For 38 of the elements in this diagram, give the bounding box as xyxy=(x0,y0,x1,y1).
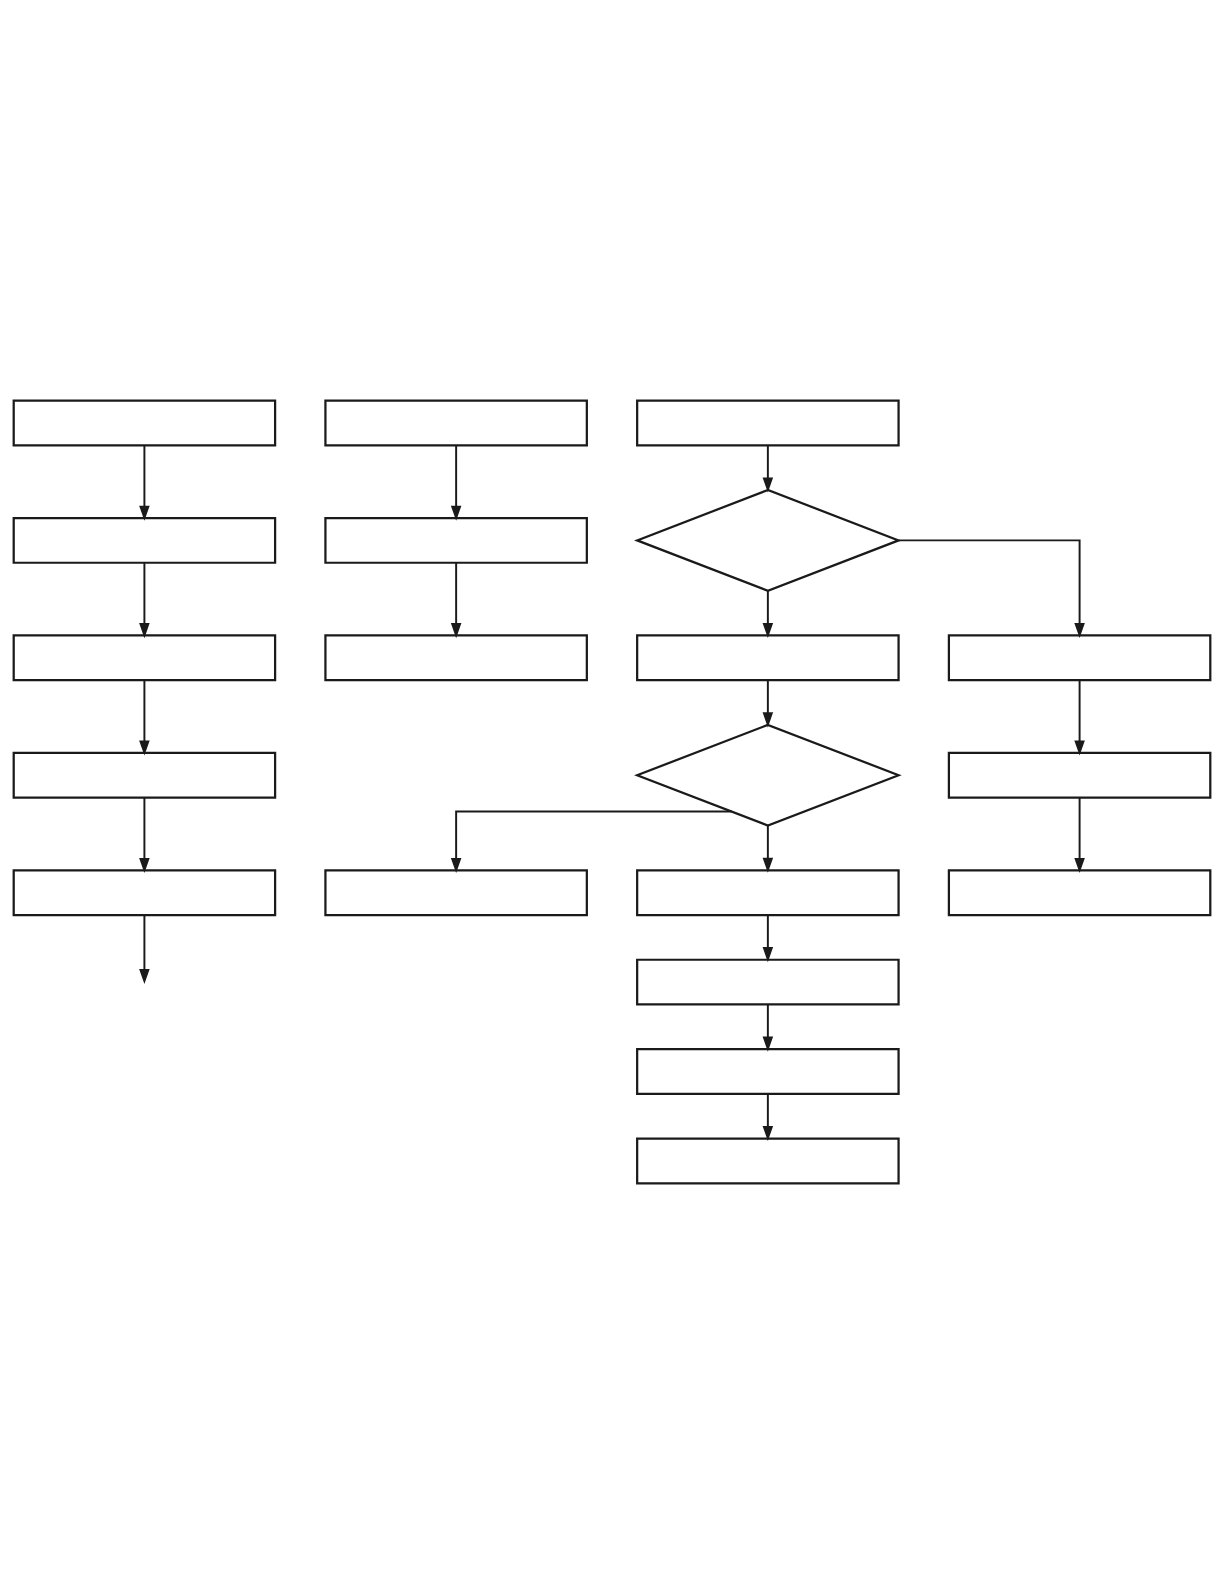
node-box xyxy=(636,1048,900,1096)
arrow xyxy=(139,444,150,521)
node-box xyxy=(12,634,277,682)
arrow xyxy=(450,810,733,874)
node-box xyxy=(947,634,1212,682)
arrow xyxy=(450,444,462,521)
node-box xyxy=(324,634,588,682)
node-box xyxy=(636,634,900,682)
arrow xyxy=(762,589,774,639)
arrow xyxy=(762,1093,774,1142)
arrow xyxy=(762,444,774,493)
arrow xyxy=(1074,679,1085,756)
arrow xyxy=(762,824,774,873)
arrow xyxy=(762,914,774,963)
node-box xyxy=(12,751,277,799)
node-box xyxy=(324,399,588,447)
arrow xyxy=(897,539,1085,639)
node-box xyxy=(636,869,900,917)
arrow xyxy=(139,796,150,874)
arrow xyxy=(139,679,150,756)
arrow xyxy=(762,679,774,728)
arrow xyxy=(762,1003,774,1052)
node-box xyxy=(636,1137,900,1185)
node-diamond xyxy=(634,723,902,827)
node-box xyxy=(947,869,1212,917)
arrow xyxy=(139,914,150,985)
node-box xyxy=(636,958,900,1006)
node-box xyxy=(324,869,588,917)
node-diamond xyxy=(634,488,902,592)
arrow xyxy=(1074,796,1085,874)
node-box xyxy=(636,399,900,447)
node-box xyxy=(12,399,277,447)
node-box xyxy=(324,516,588,564)
node-box xyxy=(947,751,1212,799)
node-box xyxy=(12,516,277,564)
arrow xyxy=(139,562,150,639)
node-box xyxy=(12,869,277,917)
arrow xyxy=(450,562,462,639)
